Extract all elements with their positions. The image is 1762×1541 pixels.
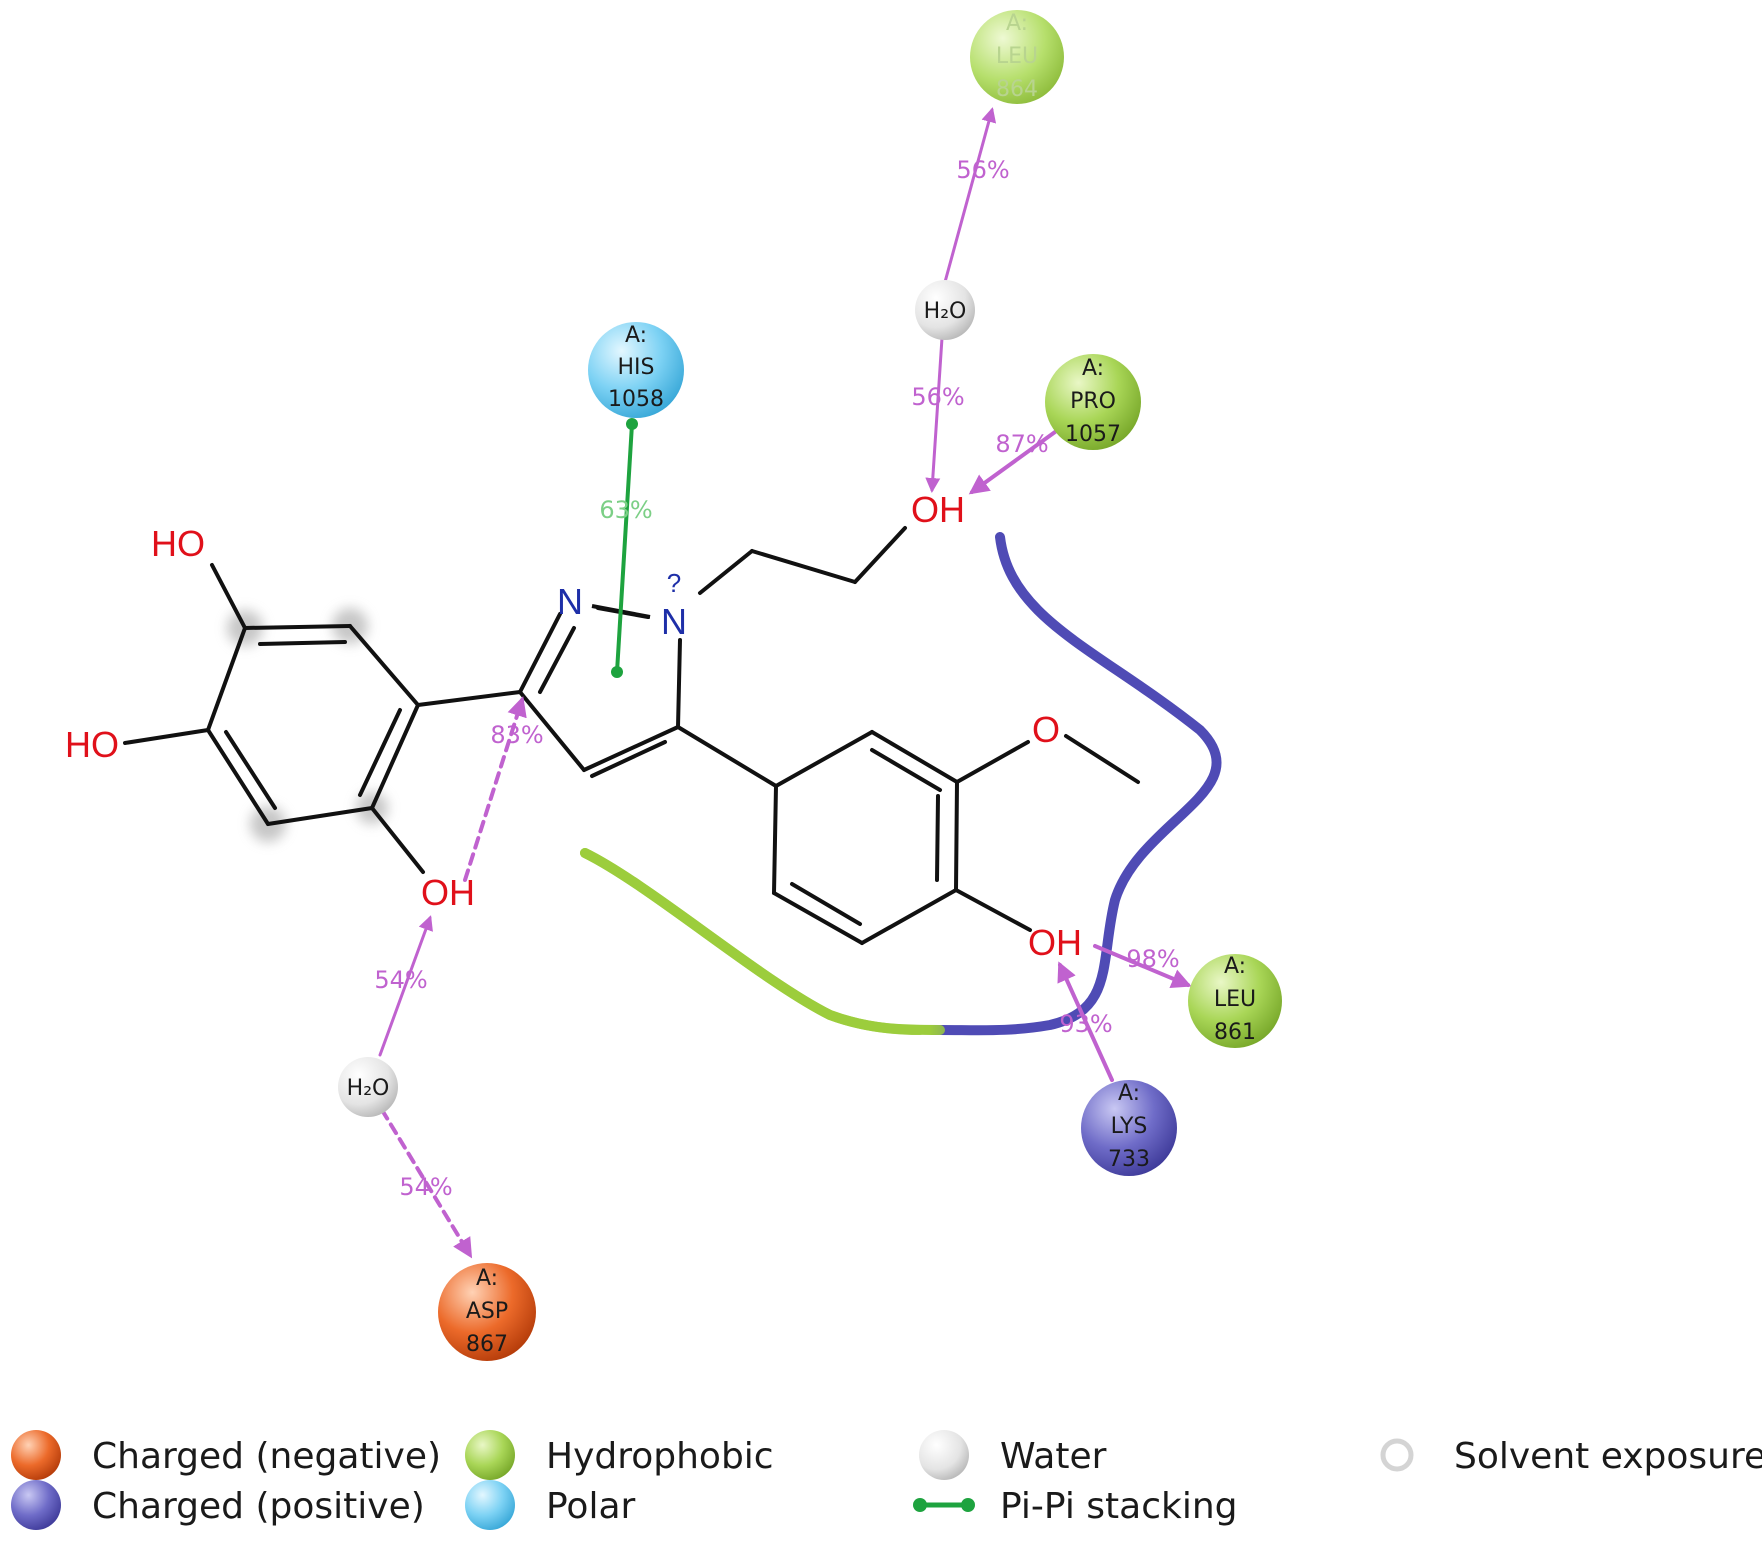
legend-item-charged-negative: Charged (negative) (11, 1430, 441, 1480)
svg-text:A:: A: (1082, 356, 1104, 381)
hbond-water-oh-lower (378, 915, 433, 1057)
svg-text:Water: Water (1000, 1436, 1107, 1477)
svg-text:A:: A: (476, 1266, 498, 1291)
percent-pro-oh: 87% (995, 430, 1048, 458)
svg-text:ASP: ASP (466, 1299, 508, 1324)
hbond-oh-leu861 (1093, 944, 1192, 989)
svg-text:A:: A: (1118, 1081, 1140, 1106)
svg-text:733: 733 (1108, 1147, 1150, 1172)
interaction-percentages: 56% 56% 87% 63% 83% 54% 54% 98% 93% (374, 156, 1179, 1201)
legend-item-charged-positive: Charged (positive) (11, 1480, 425, 1530)
pi-dot-ring (611, 666, 623, 678)
hbond-water-oh (925, 336, 944, 493)
legend-item-water: Water (919, 1430, 1107, 1480)
residue-leu-861: A: LEU 861 (1188, 954, 1282, 1048)
svg-text:Pi-Pi stacking: Pi-Pi stacking (1000, 1486, 1238, 1527)
atom-n1-mark: ? (667, 568, 681, 598)
atom-n1: N (661, 601, 687, 642)
legend-item-pi-pi-stacking: Pi-Pi stacking (913, 1486, 1238, 1527)
charged-negative-swatch-icon (11, 1430, 61, 1480)
svg-text:A:: A: (625, 323, 647, 348)
atom-oh-right: OH (1028, 922, 1082, 963)
svg-text:A:: A: (1006, 11, 1028, 36)
svg-text:HIS: HIS (618, 355, 655, 380)
percent-oh-leu861: 98% (1126, 945, 1179, 973)
atom-labels: HO HO OH OH OH O N N ? (65, 489, 1082, 963)
residues: A: LEU 864 A: HIS 1058 A: PRO 1057 A: LE… (438, 10, 1282, 1361)
percent-lys-oh: 93% (1059, 1010, 1112, 1038)
svg-text:LEU: LEU (996, 44, 1038, 69)
pocket-outline (580, 532, 1222, 1036)
hbond-water-asp (380, 1108, 473, 1259)
solvent-exposure-swatch-icon (1380, 1438, 1414, 1472)
hbond-pro-oh (968, 430, 1057, 495)
svg-text:H₂O: H₂O (347, 1076, 390, 1101)
svg-text:PRO: PRO (1070, 389, 1116, 414)
pi-dot-his (626, 418, 638, 430)
svg-text:A:: A: (1224, 954, 1246, 979)
percent-water-asp: 54% (399, 1173, 452, 1201)
percent-water-oh: 56% (911, 383, 964, 411)
legend-item-solvent-exposure: Solvent exposure (1380, 1436, 1762, 1477)
svg-text:Charged (positive): Charged (positive) (92, 1486, 425, 1527)
water-bottom: H₂O (338, 1057, 398, 1117)
water-top: H₂O (915, 280, 975, 340)
percent-oh-ring: 83% (490, 721, 543, 749)
atom-oh-chain: OH (911, 489, 965, 530)
legend: Charged (negative) Charged (positive) Hy… (11, 1430, 1762, 1530)
svg-text:Solvent exposure: Solvent exposure (1454, 1436, 1762, 1477)
svg-text:LYS: LYS (1111, 1114, 1148, 1139)
svg-text:1057: 1057 (1065, 422, 1121, 447)
residue-his-1058: A: HIS 1058 (588, 322, 684, 418)
svg-text:861: 861 (1214, 1020, 1256, 1045)
residue-pro-1057: A: PRO 1057 (1045, 354, 1141, 450)
water-molecules: H₂O H₂O (338, 280, 975, 1117)
polar-swatch-icon (465, 1480, 515, 1530)
interactions (378, 107, 1192, 1259)
hbond-lys-oh (1057, 961, 1114, 1082)
residue-asp-867: A: ASP 867 (438, 1263, 536, 1361)
percent-water-oh-lower: 54% (374, 966, 427, 994)
pi-stacking-his (615, 422, 634, 674)
legend-item-hydrophobic: Hydrophobic (465, 1430, 774, 1480)
hbond-oh-ring (463, 696, 527, 882)
svg-text:864: 864 (996, 77, 1038, 102)
residue-leu-top: A: LEU 864 (970, 10, 1064, 104)
atom-ho-top: HO (151, 523, 205, 564)
svg-text:LEU: LEU (1214, 987, 1256, 1012)
hydrophobic-swatch-icon (465, 1430, 515, 1480)
atom-n2: N (557, 581, 583, 622)
svg-text:Charged (negative): Charged (negative) (92, 1436, 441, 1477)
water-swatch-icon (919, 1430, 969, 1480)
hbond-leu-top-water (943, 107, 997, 284)
percent-leu-top-water: 56% (956, 156, 1009, 184)
atom-o-methoxy: O (1032, 709, 1060, 750)
charged-positive-swatch-icon (11, 1480, 61, 1530)
svg-text:1058: 1058 (608, 387, 664, 412)
legend-item-polar: Polar (465, 1480, 636, 1530)
svg-text:H₂O: H₂O (924, 299, 967, 324)
svg-text:Hydrophobic: Hydrophobic (546, 1436, 774, 1477)
pocket-polar-segment (935, 532, 1222, 1036)
residue-lys-733: A: LYS 733 (1081, 1080, 1177, 1176)
percent-his-pi: 63% (599, 496, 652, 524)
svg-text:Polar: Polar (546, 1486, 636, 1527)
svg-text:867: 867 (466, 1332, 508, 1357)
atom-ho-left: HO (65, 724, 119, 765)
ligand-bonds (123, 526, 1140, 945)
